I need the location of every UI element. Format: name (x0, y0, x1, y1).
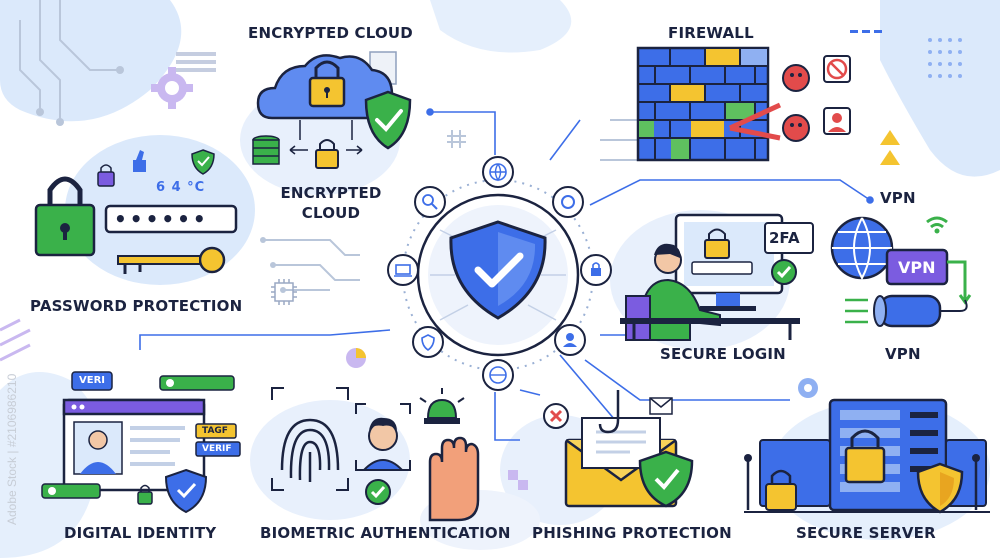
key-icon (117, 246, 226, 274)
veri-tag: VERI (79, 375, 105, 386)
shield-check-icon (191, 149, 215, 175)
digital-identity-illustration (41, 371, 241, 514)
blocked-icon (823, 55, 851, 83)
lock-icon (580, 254, 612, 286)
tagf-tag: TAGF (202, 426, 228, 436)
lock-icon (97, 164, 115, 187)
shield-check-icon (164, 468, 208, 514)
globe-icon (482, 156, 514, 188)
wifi-icon (926, 216, 948, 234)
vpn-sign: VPN (898, 258, 936, 277)
phishing-illustration (543, 390, 694, 508)
password-protection-illustration (34, 149, 238, 274)
alarm-icon (419, 388, 465, 424)
secure-login-illustration (620, 213, 814, 341)
gear-icon (151, 67, 193, 109)
settings-icon (552, 186, 584, 218)
user-icon (554, 324, 586, 356)
search-icon (414, 186, 446, 218)
secure-server-illustration (744, 378, 990, 514)
triangles (880, 130, 900, 165)
check-icon (365, 479, 391, 505)
hacker-icon (823, 107, 851, 135)
virus-icon (782, 114, 810, 142)
error-icon (543, 403, 569, 429)
secure-server-title: SECURE SERVER (796, 524, 936, 542)
vpn-label: VPN (885, 345, 921, 363)
verif-tag: VERIF (202, 444, 232, 454)
thumbs-up-icon (133, 150, 146, 172)
digital-identity-title: DIGITAL IDENTITY (64, 524, 217, 542)
dot-grid (928, 38, 962, 78)
password-dots: •••••• (114, 207, 209, 231)
fishing-hook-icon (598, 390, 620, 434)
person-at-desk (620, 243, 800, 341)
decorative-stripes (0, 318, 31, 362)
weather-readout: 6 4 °C (156, 180, 206, 195)
watermark-side: Adobe Stock | #2106986210 (5, 373, 19, 525)
shield-check-icon (638, 450, 694, 508)
encrypted-cloud-label: ENCRYPTED CLOUD (280, 184, 382, 222)
email-icon (649, 397, 673, 415)
central-hub (402, 179, 594, 371)
shield-check-icon (412, 326, 444, 358)
globe-icon (482, 359, 514, 391)
database-icon (252, 135, 280, 165)
gear-icon (798, 378, 818, 398)
hand-icon (428, 436, 480, 522)
orbit-nodes (387, 156, 612, 391)
decorative-dashes (850, 30, 882, 33)
firewall-illustration (636, 46, 851, 162)
check-icon (474, 252, 524, 288)
fingerprint-icon (280, 418, 340, 482)
lock-icon (137, 484, 153, 505)
check-icon (771, 259, 797, 285)
globe-icon (830, 216, 894, 281)
virus-icon (782, 64, 810, 92)
phishing-protection-title: PHISHING PROTECTION (532, 524, 732, 542)
vpn-illustration (830, 216, 972, 328)
secure-login-title: SECURE LOGIN (660, 345, 786, 363)
password-protection-title: PASSWORD PROTECTION (30, 297, 243, 315)
laptop-icon (387, 254, 419, 286)
biometric-illustration (271, 387, 480, 522)
decorative-stripes (176, 52, 216, 72)
pie-chart-icon (346, 348, 366, 368)
encrypted-cloud-title: ENCRYPTED CLOUD (248, 24, 413, 42)
chip-icon (271, 279, 297, 305)
biometric-authentication-title: BIOMETRIC AUTHENTICATION (260, 524, 511, 542)
decorative-squares (508, 470, 528, 490)
encrypted-cloud-illustration (252, 51, 412, 169)
twofa-badge: 2FA (769, 229, 800, 247)
circuit-dots (36, 66, 286, 293)
firewall-title: FIREWALL (668, 24, 754, 42)
hash-icon (447, 130, 466, 148)
vpn-title: VPN (880, 189, 916, 207)
